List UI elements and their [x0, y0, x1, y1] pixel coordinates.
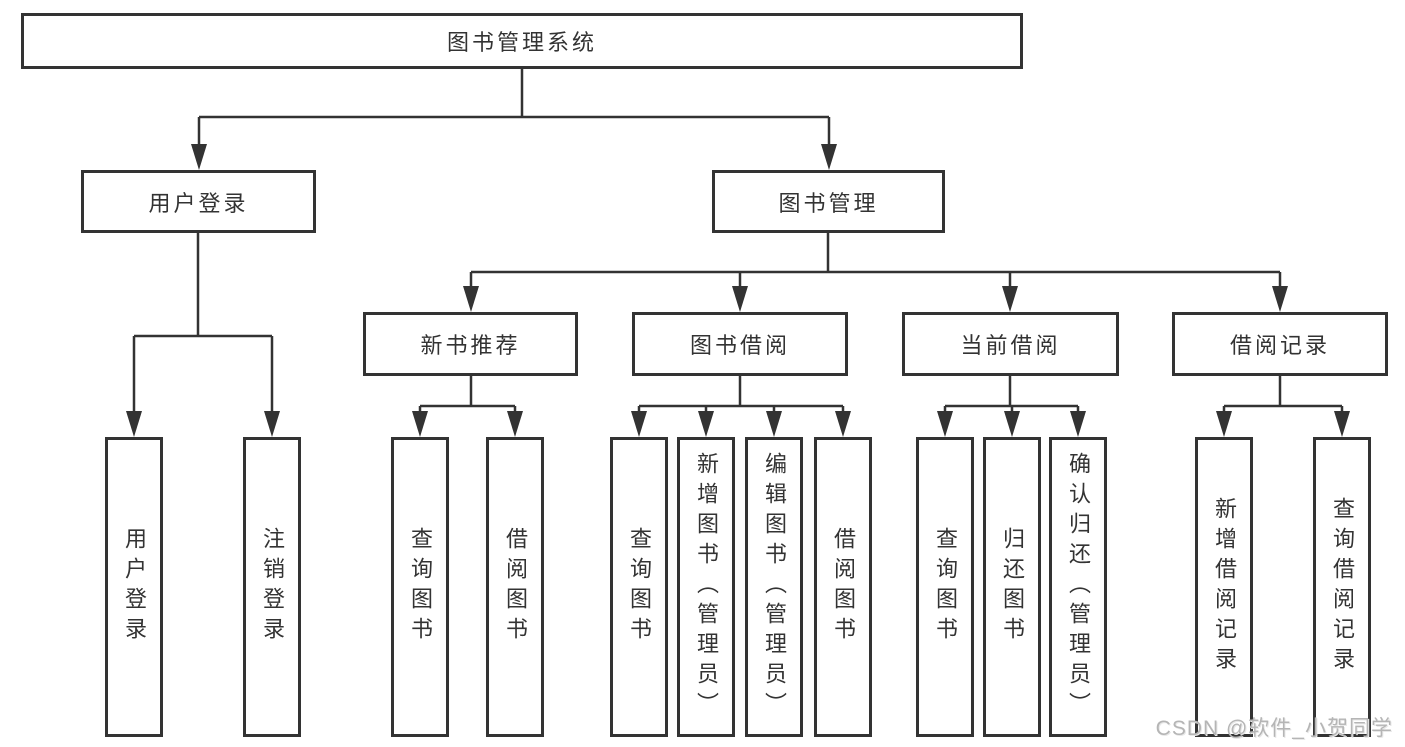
leaf-borrow-book-1: 借阅图书 [486, 437, 544, 737]
leaf-logout: 注销登录 [243, 437, 301, 737]
leaf-borrow-book-2: 借阅图书 [814, 437, 872, 737]
leaf-add-borrow-record: 新增借阅记录 [1195, 437, 1253, 737]
leaf-label: 编辑图书（管理员） [762, 452, 787, 722]
node-label: 新书推荐 [420, 333, 521, 358]
leaf-query-borrow-record: 查询借阅记录 [1313, 437, 1371, 737]
node-label: 当前借阅 [960, 333, 1061, 358]
leaf-label: 查询图书 [933, 527, 958, 647]
node-user-login: 用户登录 [81, 170, 316, 233]
leaf-label: 用户登录 [122, 527, 147, 647]
leaf-return-book: 归还图书 [983, 437, 1041, 737]
node-new-book-recommend: 新书推荐 [363, 312, 578, 376]
leaf-label: 借阅图书 [831, 527, 856, 647]
node-borrow-record: 借阅记录 [1172, 312, 1388, 376]
leaf-label: 查询借阅记录 [1330, 497, 1355, 677]
leaf-label: 归还图书 [1000, 527, 1025, 647]
leaf-query-book-3: 查询图书 [916, 437, 974, 737]
leaf-label: 查询图书 [627, 527, 652, 647]
node-current-borrow: 当前借阅 [902, 312, 1119, 376]
node-label: 图书管理 [778, 190, 879, 216]
csdn-watermark: CSDN @软件_小贺同学 [1155, 717, 1393, 740]
leaf-edit-book-admin: 编辑图书（管理员） [745, 437, 803, 737]
leaf-user-login: 用户登录 [105, 437, 163, 737]
leaf-label: 查询图书 [408, 527, 433, 647]
node-label: 用户登录 [148, 190, 249, 216]
leaf-query-book-2: 查询图书 [610, 437, 668, 737]
leaf-label: 确认归还（管理员） [1066, 452, 1091, 722]
node-root-system: 图书管理系统 [21, 13, 1023, 69]
node-label: 图书管理系统 [446, 30, 597, 55]
node-book-borrow: 图书借阅 [632, 312, 848, 376]
leaf-add-book-admin: 新增图书（管理员） [677, 437, 735, 737]
leaf-confirm-return-admin: 确认归还（管理员） [1049, 437, 1107, 737]
leaf-label: 借阅图书 [503, 527, 528, 647]
node-label: 图书借阅 [689, 333, 790, 358]
leaf-label: 新增图书（管理员） [694, 452, 719, 722]
leaf-query-book-1: 查询图书 [391, 437, 449, 737]
leaf-label: 注销登录 [260, 527, 285, 647]
leaf-label: 新增借阅记录 [1212, 497, 1237, 677]
node-label: 借阅记录 [1229, 333, 1330, 358]
node-book-management: 图书管理 [712, 170, 945, 233]
